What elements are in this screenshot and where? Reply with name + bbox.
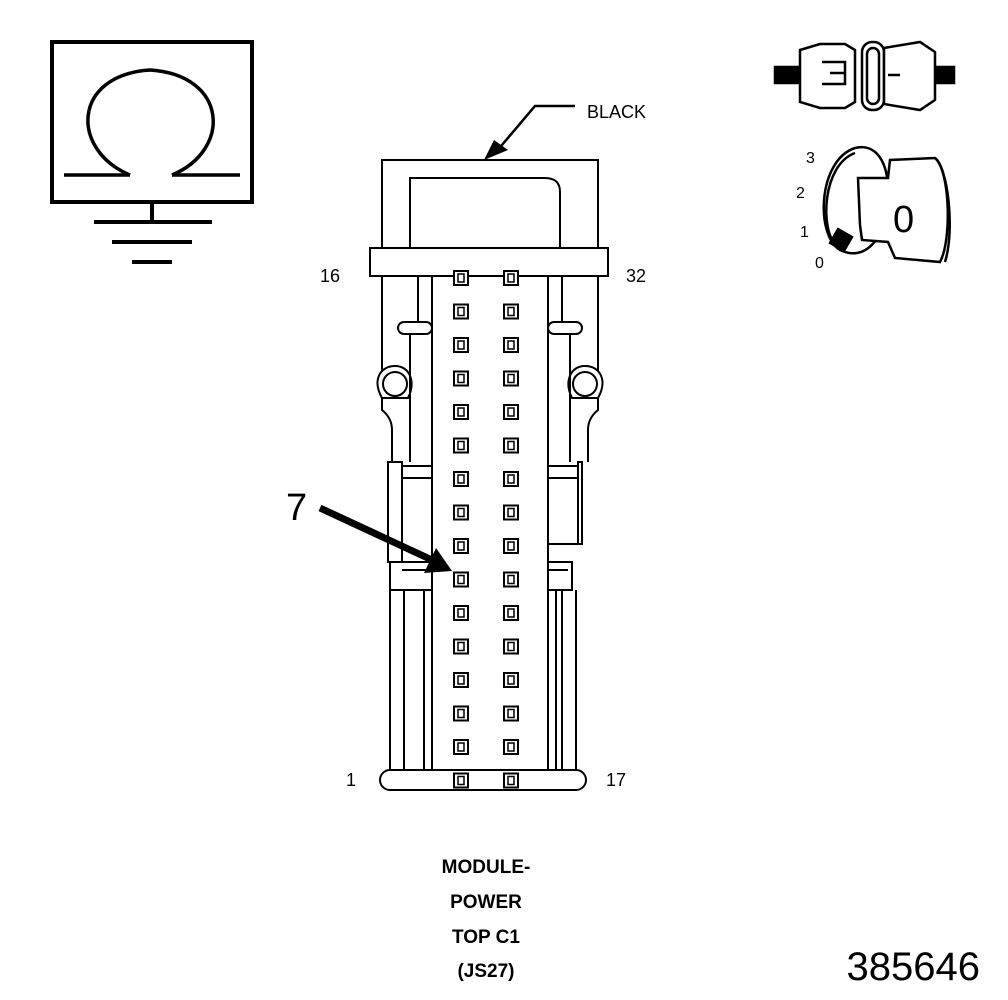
- pin-cavity-terminal: [507, 742, 515, 752]
- pin-label-1: 1: [346, 770, 356, 790]
- ohmmeter-icon: [50, 40, 254, 264]
- pin-cavity-terminal: [457, 574, 465, 585]
- pin-cavity: [453, 605, 469, 621]
- pin-cavity: [453, 538, 469, 554]
- pin-cavity-terminal: [507, 306, 515, 317]
- pin-cavity: [453, 504, 469, 521]
- pin-callout-arrow: [318, 504, 452, 573]
- pin-cavity: [453, 638, 469, 655]
- pin-cavity-terminal: [457, 742, 465, 752]
- pin-cavity: [503, 303, 519, 320]
- pin-cavity-terminal: [507, 541, 515, 551]
- pin-cavity-terminal: [507, 641, 515, 652]
- ignition-switch-icon: [822, 145, 951, 264]
- pin-cavity: [453, 404, 469, 420]
- pin-cavity: [503, 638, 519, 655]
- pin-cavity-terminal: [507, 440, 515, 451]
- pin-cavity-terminal: [507, 273, 515, 283]
- pin-cavity-terminal: [457, 708, 465, 719]
- pin-cavity-terminal: [457, 474, 465, 484]
- pin-cavity-terminal: [507, 708, 515, 719]
- pin-cavity-terminal: [507, 340, 515, 350]
- ignition-position-3: 3: [806, 150, 815, 167]
- pin-cavity: [503, 605, 519, 621]
- pin-cavity-terminal: [457, 306, 465, 317]
- figure-number: 385646: [847, 945, 980, 989]
- pin-cavity: [503, 370, 519, 387]
- pin-cavity: [453, 705, 469, 722]
- pin-cavity: [503, 270, 519, 286]
- pin-callout-number: 7: [286, 487, 307, 529]
- pin-cavity: [503, 672, 519, 688]
- connector-color-label: BLACK: [587, 102, 646, 122]
- pin-cavity: [503, 538, 519, 554]
- pin-cavity: [503, 337, 519, 353]
- ignition-key-glyph: 0: [893, 199, 914, 241]
- pin-cavities: [453, 270, 519, 789]
- pin-cavity-terminal: [457, 675, 465, 685]
- caption-line-1: MODULE-: [442, 857, 531, 878]
- pin-cavity: [453, 370, 469, 387]
- pin-cavity-terminal: [507, 608, 515, 618]
- pin-cavity: [453, 270, 469, 286]
- pin-cavity: [453, 471, 469, 487]
- pin-cavity: [503, 571, 519, 588]
- caption-line-2: POWER: [450, 892, 522, 913]
- pin-label-32: 32: [626, 266, 646, 286]
- pin-label-17: 17: [606, 770, 626, 790]
- pin-cavity: [453, 337, 469, 353]
- pin-cavity-terminal: [457, 641, 465, 652]
- pin-cavity: [503, 772, 519, 789]
- pin-cavity: [503, 404, 519, 420]
- ignition-position-0: 0: [815, 255, 824, 272]
- pin-cavity-terminal: [457, 273, 465, 283]
- pin-cavity: [453, 739, 469, 755]
- pin-cavity-terminal: [457, 440, 465, 451]
- pin-cavity: [453, 303, 469, 320]
- pin-cavity: [503, 504, 519, 521]
- pin-cavity-terminal: [457, 608, 465, 618]
- pin-cavity-terminal: [507, 407, 515, 417]
- pin-cavity: [503, 705, 519, 722]
- pin-cavity: [453, 571, 469, 588]
- pin-cavity: [453, 672, 469, 688]
- pin-cavity-terminal: [457, 373, 465, 384]
- pin-cavity: [453, 437, 469, 454]
- pin-cavity-terminal: [507, 373, 515, 384]
- pin-cavity-terminal: [457, 340, 465, 350]
- pin-cavity: [503, 739, 519, 755]
- pin-label-16: 16: [320, 266, 340, 286]
- color-leader: [484, 104, 575, 160]
- pin-cavity-terminal: [457, 507, 465, 518]
- caption-line-4: (JS27): [457, 961, 514, 982]
- pin-cavity: [503, 437, 519, 454]
- ignition-position-2: 2: [796, 185, 805, 202]
- ignition-position-1: 1: [800, 224, 809, 241]
- pin-cavity-terminal: [507, 775, 515, 786]
- pin-cavity-terminal: [457, 775, 465, 786]
- pin-cavity: [453, 772, 469, 789]
- connector-body: [369, 159, 609, 791]
- pin-cavity-terminal: [457, 541, 465, 551]
- caption-line-3: TOP C1: [452, 927, 520, 948]
- pin-cavity-terminal: [507, 574, 515, 585]
- pin-cavity-terminal: [507, 474, 515, 484]
- pin-cavity-terminal: [507, 507, 515, 518]
- pin-cavity: [503, 471, 519, 487]
- connector-plug-icon: [773, 40, 956, 112]
- pin-cavity-terminal: [457, 407, 465, 417]
- pin-cavity-terminal: [507, 675, 515, 685]
